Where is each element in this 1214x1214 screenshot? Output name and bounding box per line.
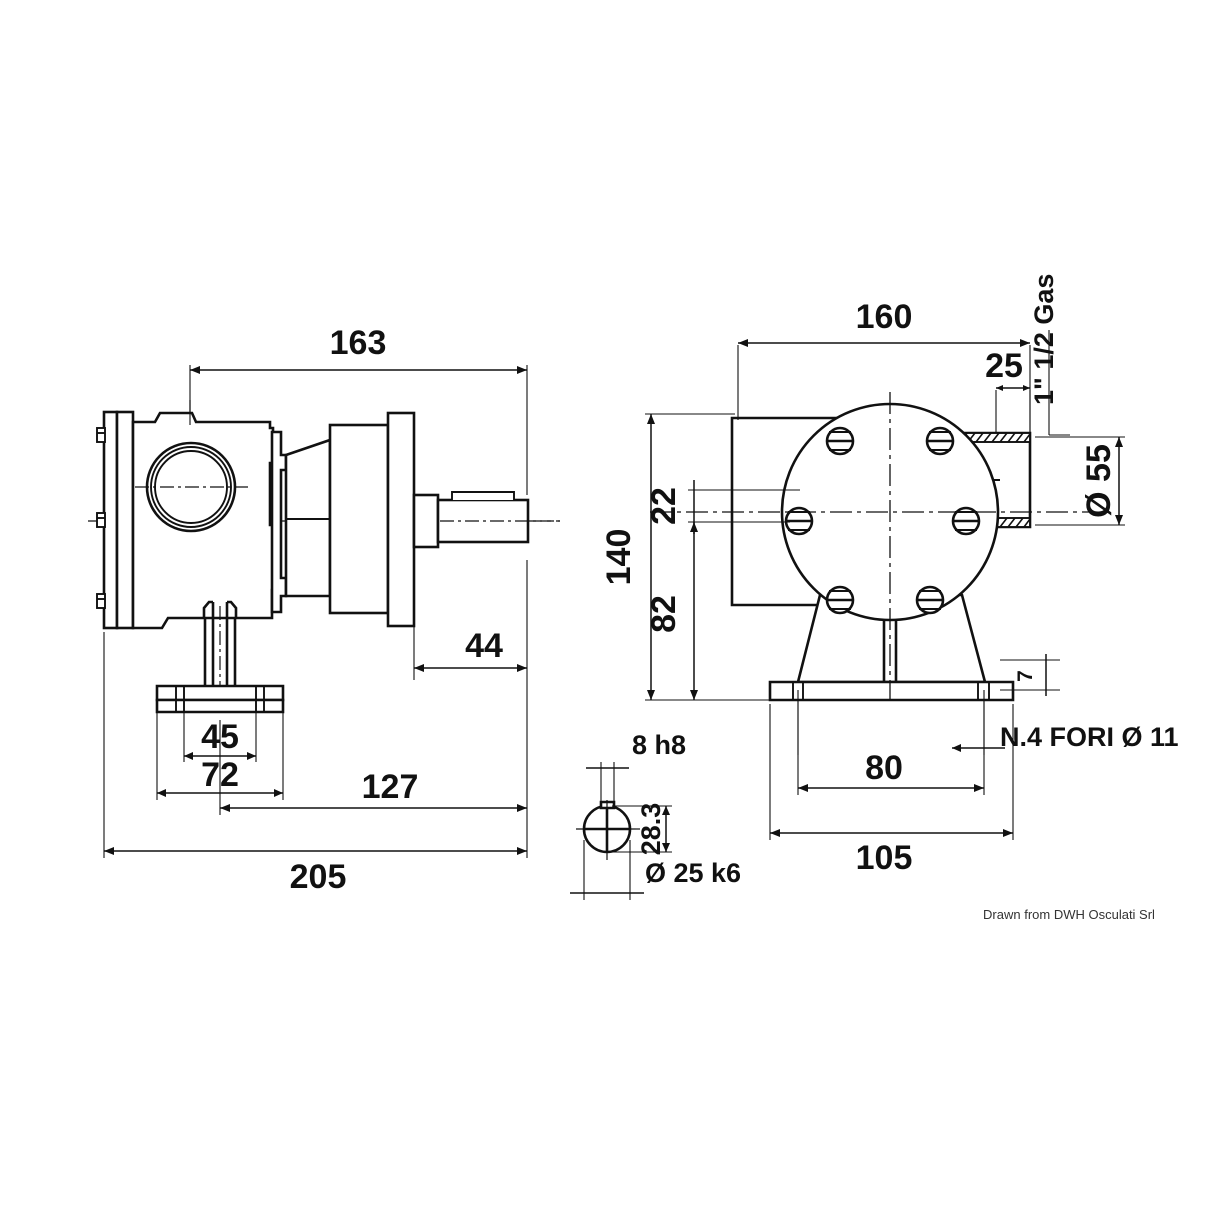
dim-7-label: 7 [1014,670,1037,682]
dim-205-arrow-right [517,847,527,855]
side-rib-right-top [227,600,238,618]
dim-28-3: 28.3 [612,803,672,856]
side-flange-bolt-bottom [96,593,106,609]
dim-28-3-arrow-top [662,806,670,815]
dim-205-label: 205 [290,858,347,896]
screw-top-right [925,426,955,456]
side-shaft-collar [412,493,440,549]
note-holes: N.4 FORI Ø 11 [797,690,1179,755]
dim-140-arrow-bottom [647,690,655,700]
dim-163-label: 163 [330,324,387,362]
dim-7: 7 [1000,654,1060,696]
front-elevation-view: 160 25 1" 1/2 Gas [600,274,1179,877]
dim-80: 80 [797,700,985,795]
dim-44-arrow-left [414,664,424,672]
side-rib-left-top [202,600,213,618]
dim-44-arrow-right [517,664,527,672]
dim-8h8-label: 8 h8 [632,730,686,760]
dim-72-arrow-left [157,789,166,797]
holes-arrow [952,744,961,752]
dim-163-arrow-left [190,366,200,374]
dim-dia55-label: Ø 55 [1080,444,1118,518]
screw-mid-left [784,506,814,536]
dim-dia55-arrow-top [1115,437,1123,447]
screw-top-left [825,426,855,456]
dim-163-arrow-right [517,366,527,374]
dim-82-arrow-top [690,522,698,532]
dim-80-arrow-left [798,784,808,792]
dim-105-arrow-left [770,829,780,837]
dim-25-arrow-right [1023,385,1030,391]
side-mid-housing [270,430,288,614]
dim-45-arrow-left [184,752,193,760]
dim-25-label: 25 [985,347,1023,385]
dim-80-arrow-right [974,784,984,792]
dim-72-arrow-right [274,789,283,797]
note-thread-size: 1" 1/2 Gas [1029,274,1070,436]
dim-dia55-arrow-bottom [1115,515,1123,525]
dim-127-arrow-left [220,804,230,812]
dim-140-label: 140 [600,529,638,586]
drawing-credit: Drawn from DWH Osculati Srl [983,907,1155,922]
side-drive-flange [386,411,416,628]
side-elevation-view: 163 44 45 [88,324,560,896]
screw-mid-right [951,506,981,536]
dim-44-label: 44 [465,627,503,665]
dim-25: 25 [985,347,1031,432]
side-housing-taper [284,438,332,598]
dim-160-label: 160 [856,298,913,336]
dim-205-arrow-left [104,847,114,855]
front-base-plate [768,680,1015,702]
dim-25-arrow-left [996,385,1003,391]
side-top-boss [154,412,197,423]
dim-205: 205 [103,560,528,896]
dim-44: 44 [413,560,527,680]
dim-28-3-label: 28.3 [636,803,666,856]
dim-45-arrow-right [247,752,256,760]
dim-82-label: 82 [645,595,683,633]
dim-127-label: 127 [362,768,419,806]
dim-140-arrow-top [647,414,655,424]
side-flange-bolt-mid [96,512,106,528]
dim-127: 127 [219,720,527,815]
dim-160: 160 [737,298,1031,432]
holes-note-label: N.4 FORI Ø 11 [1000,722,1179,752]
dim-80-label: 80 [865,749,903,787]
dim-160-arrow-left [738,339,748,347]
front-cover-screws [784,426,981,615]
side-shaft-keyway [451,491,515,500]
dim-28-3-arrow-bottom [662,843,670,852]
dim-140: 140 [600,413,770,701]
shaft-section-detail: 8 h8 28.3 Ø 25 k6 [570,730,741,900]
dim-8h8: 8 h8 [586,730,686,806]
dim-82-arrow-bottom [690,690,698,700]
dim-105-arrow-right [1003,829,1013,837]
screw-bottom-left [825,585,855,615]
side-drive-barrel [328,423,390,615]
dim-dia25k6: Ø 25 k6 [570,840,741,900]
dim-160-arrow-right [1020,339,1030,347]
dim-dia55: Ø 55 [1035,436,1125,526]
dim-105: 105 [769,704,1014,877]
thread-size-label: 1" 1/2 Gas [1029,274,1059,405]
side-flange-bolt-top [96,427,106,443]
dim-105-label: 105 [856,839,913,877]
dim-127-arrow-right [517,804,527,812]
screw-bottom-right [915,585,945,615]
side-flange-inner-plate [115,410,135,630]
dim-163: 163 [189,324,528,495]
dim-22-label: 22 [645,487,683,525]
dim-dia25-label: Ø 25 k6 [645,858,741,888]
side-flange-bolts [96,427,106,609]
dim-82: 82 [645,521,790,701]
